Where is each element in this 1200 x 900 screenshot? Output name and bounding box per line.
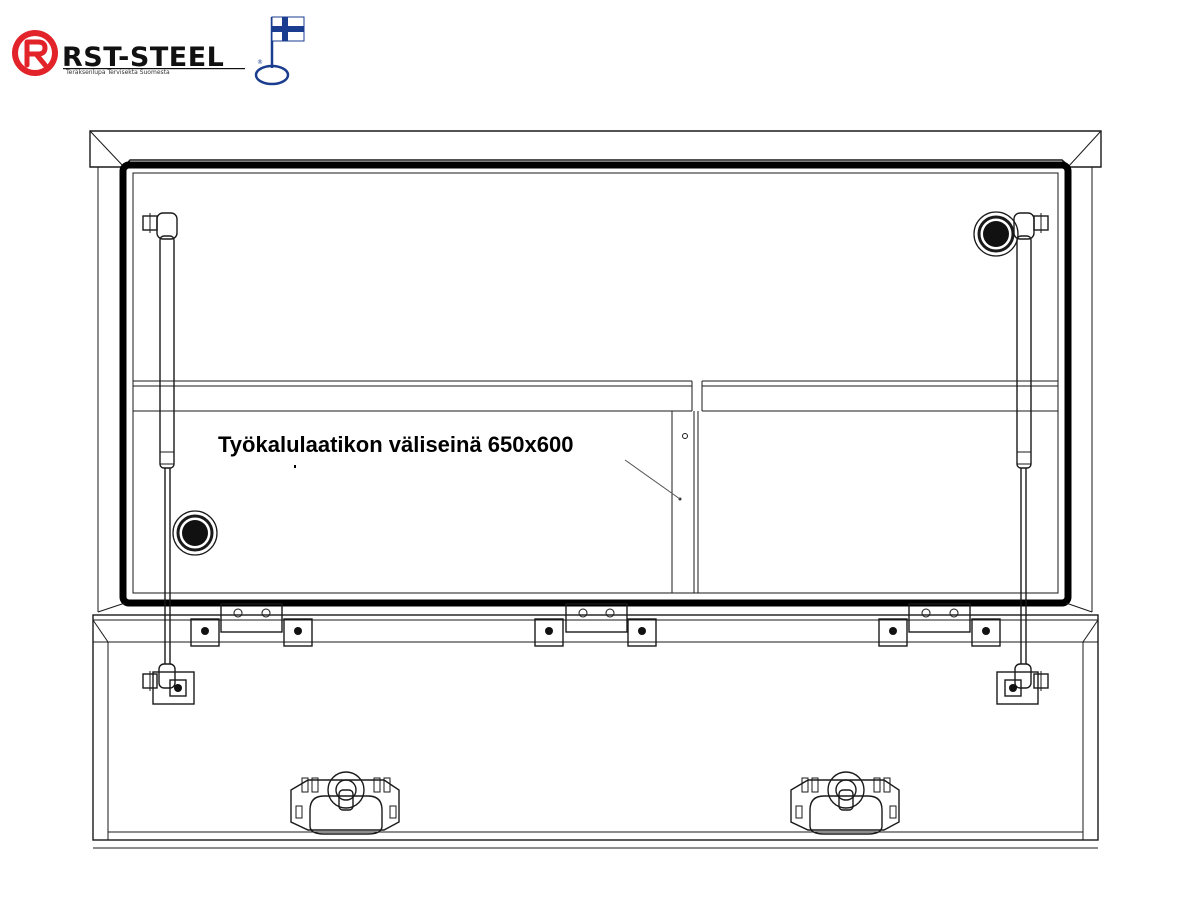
hinge-left [190, 603, 313, 647]
hinge-right [878, 603, 1001, 647]
brand-name: RST-STEEL [62, 42, 224, 73]
hinge-center [534, 603, 657, 647]
left-grommet [172, 510, 218, 556]
right-spring-bracket [996, 671, 1039, 705]
right-lock [790, 771, 900, 835]
right-grommet [973, 211, 1019, 257]
left-spring-bracket [152, 671, 195, 705]
divider-callout: Työkalulaatikon väliseinä 650x600 [218, 432, 681, 500]
rst-steel-logo: RST-STEEL Teräksenlupa Tervisekta Suomes… [12, 30, 245, 76]
registered-mark: ® [257, 59, 263, 66]
open-lid [89, 130, 1102, 613]
lid-gasket [119, 161, 1072, 607]
right-gas-spring [1013, 212, 1049, 691]
left-gas-spring [142, 212, 178, 691]
left-lock [290, 771, 400, 835]
tool-compartment-divider [133, 380, 1058, 593]
toolbox-body [92, 614, 1099, 849]
callout-label: Työkalulaatikon väliseinä 650x600 [218, 432, 573, 457]
finnish-key-flag-icon: ® [254, 16, 305, 86]
brand-tagline: Teräksenlupa Tervisekta Suomesta [65, 69, 170, 76]
